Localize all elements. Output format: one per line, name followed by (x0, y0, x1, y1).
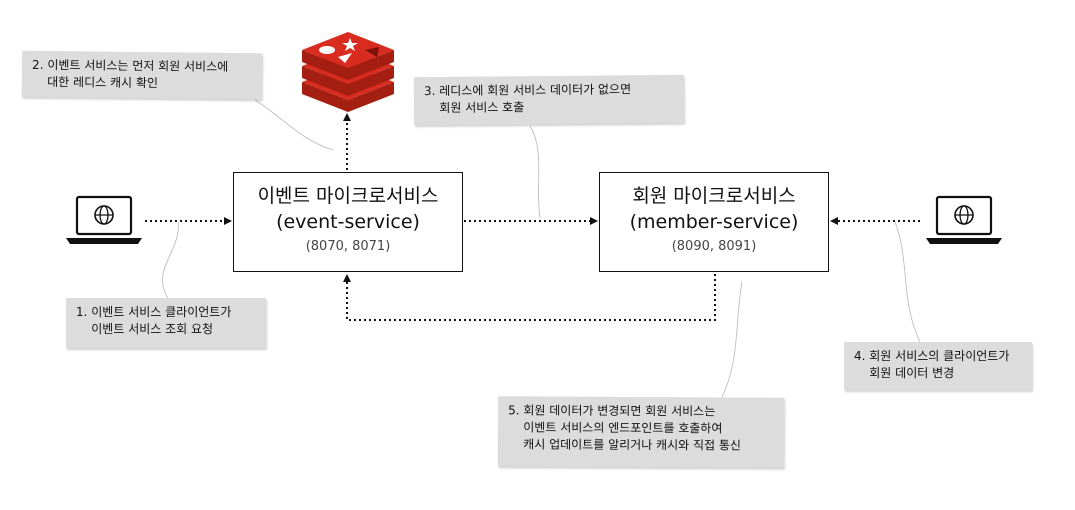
note-step-1: 1. 이벤트 서비스 클라이언트가 이벤트 서비스 조회 요청 (66, 298, 266, 348)
note-line: 5. 회원 데이터가 변경되면 회원 서비스는 (508, 403, 716, 419)
note-line: 회원 서비스 호출 (424, 100, 525, 116)
event-service-name: 이벤트 마이크로서비스 (257, 185, 439, 207)
member-service-box: 회원 마이크로서비스 (member-service) (8090, 8091) (599, 172, 829, 272)
event-service-box: 이벤트 마이크로서비스 (event-service) (8070, 8071) (233, 172, 463, 272)
arrow-member-to-event (343, 274, 716, 321)
leader-line-note-3 (529, 125, 541, 219)
note-step-5: 5. 회원 데이터가 변경되면 회원 서비스는 이벤트 서비스의 엔드포인트를 … (497, 396, 785, 468)
member-service-name: 회원 마이크로서비스 (632, 185, 796, 207)
leader-line-note-2 (254, 99, 334, 151)
redis-logo-icon (302, 32, 394, 112)
laptop-globe-icon (926, 195, 1002, 244)
note-step-4: 4. 회원 서비스의 클라이언트가 회원 데이터 변경 (844, 342, 1032, 390)
note-line: 4. 회원 서비스의 클라이언트가 (854, 349, 1010, 363)
event-service-ports: (8070, 8071) (305, 239, 391, 254)
member-service-ports: (8090, 8091) (671, 239, 757, 254)
note-step-3: 3. 레디스에 회원 서비스 데이터가 없으면 회원 서비스 호출 (413, 74, 685, 126)
note-line: 이벤트 서비스의 엔드포인트를 호출하여 (507, 420, 723, 436)
member-service-id: (member-service) (629, 211, 799, 233)
note-line: 이벤트 서비스 조회 요청 (76, 322, 214, 336)
leader-line-note-4 (894, 221, 921, 343)
laptop-globe-icon (66, 195, 142, 244)
event-service-id: (event-service) (276, 211, 420, 233)
note-step-2: 2. 이벤트 서비스는 먼저 회원 서비스에 대한 레디스 캐시 확인 (21, 50, 263, 100)
note-line: 3. 레디스에 회원 서비스 데이터가 없으면 (423, 82, 632, 99)
note-line: 대한 레디스 캐시 확인 (31, 74, 159, 91)
note-line: 1. 이벤트 서비스 클라이언트가 (76, 305, 232, 319)
note-line: 캐시 업데이트를 알리거나 캐시와 직접 통신 (507, 437, 742, 453)
leader-line-note-5 (721, 281, 743, 398)
note-line: 회원 데이터 변경 (854, 366, 955, 380)
leader-line-note-1 (162, 221, 179, 299)
